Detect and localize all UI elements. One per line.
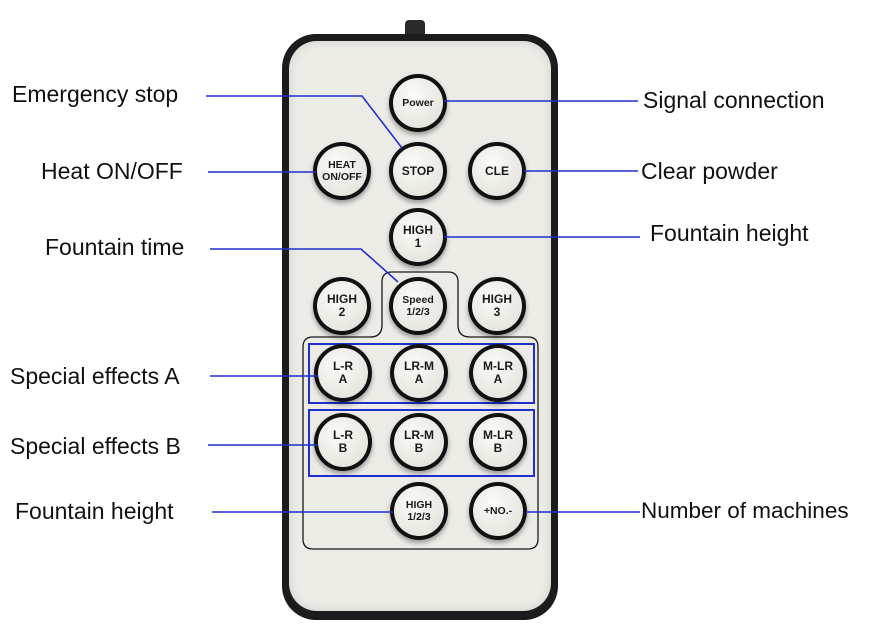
- speed-panel-outline: [302, 271, 539, 550]
- ir-emitter: [405, 20, 425, 36]
- mlr-b-button-label: M-LR B: [483, 428, 513, 455]
- lr-b-button[interactable]: L-R B: [314, 413, 372, 471]
- high1-button[interactable]: HIGH 1: [389, 208, 447, 266]
- cle-button-label: CLE: [485, 163, 509, 178]
- emergency-stop-callout: [206, 95, 403, 149]
- lrm-b-button[interactable]: LR-M B: [390, 413, 448, 471]
- mlr-a-button[interactable]: M-LR A: [469, 344, 527, 402]
- number-button-label: +NO.-: [483, 505, 513, 517]
- label-fountain-height-top: Fountain height: [650, 220, 809, 246]
- speed-button-label: Speed 1/2/3: [402, 294, 434, 318]
- lrm-a-button[interactable]: LR-M A: [390, 344, 448, 402]
- cle-button[interactable]: CLE: [468, 142, 526, 200]
- power-button-label: Power: [402, 97, 434, 109]
- high2-button[interactable]: HIGH 2: [313, 277, 371, 335]
- high3-button[interactable]: HIGH 3: [468, 277, 526, 335]
- label-special-effects-b: Special effects B: [10, 433, 181, 459]
- speed-button[interactable]: Speed 1/2/3: [389, 277, 447, 335]
- high2-button-label: HIGH 2: [327, 292, 357, 319]
- label-number-of-machines: Number of machines: [641, 498, 849, 523]
- high123-button-label: HIGH 1/2/3: [405, 499, 433, 523]
- fountain-time-callout: [210, 248, 399, 283]
- lr-a-button-label: L-R A: [333, 359, 353, 386]
- label-special-effects-a: Special effects A: [10, 363, 180, 389]
- label-fountain-time: Fountain time: [45, 234, 185, 260]
- high1-button-label: HIGH 1: [403, 223, 433, 250]
- label-clear-powder: Clear powder: [641, 158, 778, 184]
- lrm-a-button-label: LR-M A: [404, 359, 434, 386]
- mlr-a-button-label: M-LR A: [483, 359, 513, 386]
- mlr-b-button[interactable]: M-LR B: [469, 413, 527, 471]
- label-heat-on-off: Heat ON/OFF: [41, 158, 183, 184]
- heat-button[interactable]: HEAT ON/OFF: [313, 142, 371, 200]
- number-button[interactable]: +NO.-: [469, 482, 527, 540]
- high123-button[interactable]: HIGH 1/2/3: [390, 482, 448, 540]
- label-emergency-stop: Emergency stop: [12, 81, 179, 107]
- lrm-b-button-label: LR-M B: [404, 428, 434, 455]
- stop-button[interactable]: STOP: [389, 142, 447, 200]
- special-effects-b-frame: [308, 409, 535, 477]
- lr-a-button[interactable]: L-R A: [314, 344, 372, 402]
- lr-b-button-label: L-R B: [333, 428, 353, 455]
- power-button[interactable]: Power: [389, 74, 447, 132]
- high3-button-label: HIGH 3: [482, 292, 512, 319]
- stop-button-label: STOP: [401, 163, 435, 178]
- heat-button-label: HEAT ON/OFF: [322, 159, 362, 183]
- label-signal-connection: Signal connection: [643, 87, 825, 113]
- label-fountain-height-bottom: Fountain height: [15, 498, 174, 524]
